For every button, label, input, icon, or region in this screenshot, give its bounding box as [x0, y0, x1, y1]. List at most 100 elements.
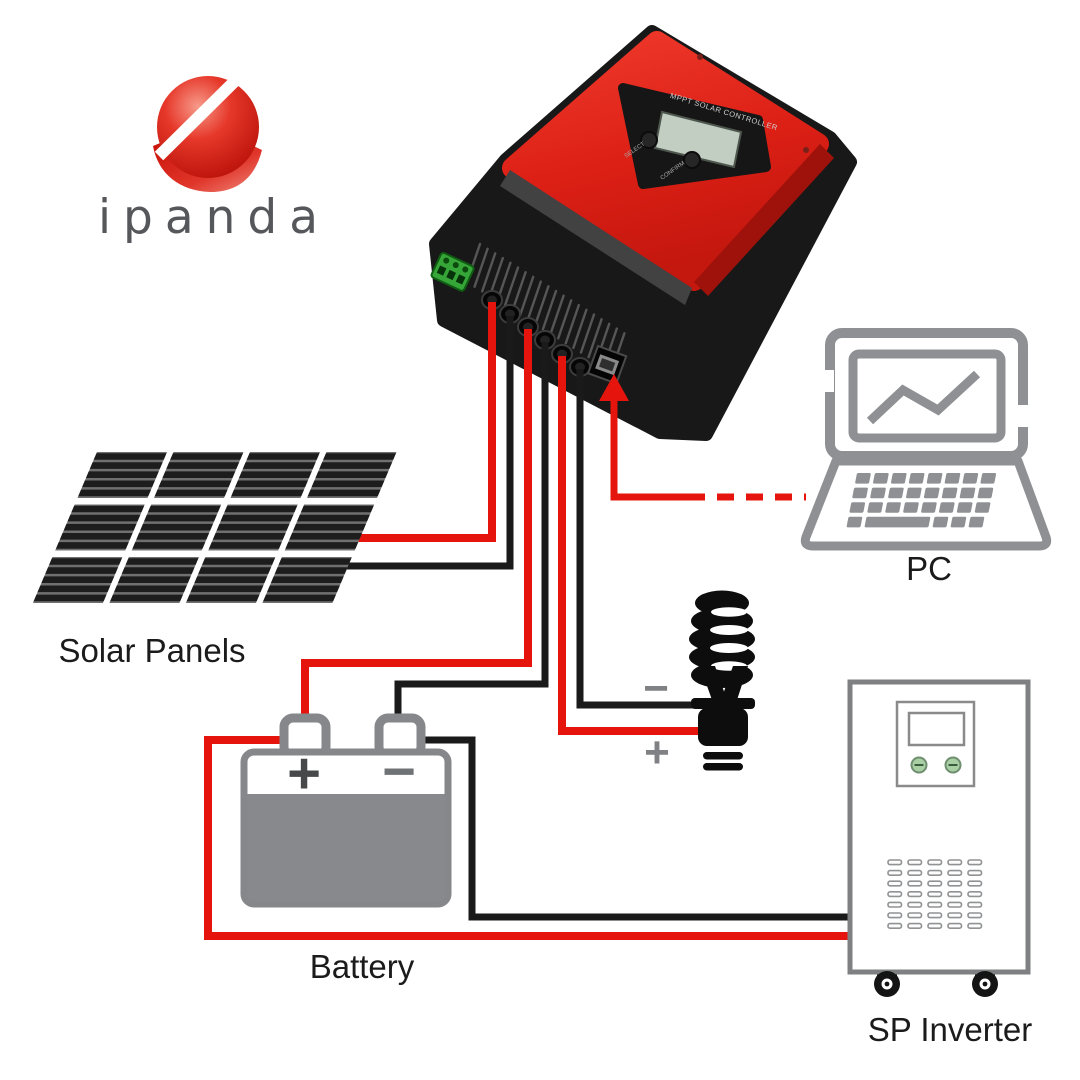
solar-cell-stripe	[125, 558, 199, 565]
inverter-vent-slot	[887, 859, 903, 866]
inverter-display	[907, 711, 966, 747]
green-block-screw	[443, 257, 450, 264]
frame-gap	[820, 370, 834, 392]
keyboard-key	[968, 516, 985, 528]
solar-panel-array	[32, 452, 397, 603]
inverter-vent-slot	[907, 869, 923, 876]
keyboard-key	[888, 487, 904, 499]
wire-battery-negative	[394, 342, 549, 724]
case-screw	[803, 147, 809, 153]
vent-slat	[481, 252, 497, 293]
rj45-slot	[599, 358, 616, 372]
pc-label: PC	[906, 550, 952, 587]
vent-slat	[587, 318, 603, 359]
solar-cell-stripe	[208, 542, 282, 549]
vent-slat	[564, 303, 580, 345]
solar-cell-stripe	[323, 453, 396, 460]
wire-battery-positive	[301, 329, 532, 727]
inverter-wheel	[874, 971, 900, 997]
solar-cell-stripe	[55, 542, 129, 549]
inverter-vent-slot	[947, 880, 963, 887]
comm-arrow-icon	[599, 374, 629, 401]
inverter-vent-slot	[967, 859, 983, 866]
inverter-label: SP Inverter	[868, 1011, 1032, 1048]
vent-slat	[488, 256, 504, 298]
solar-cell-stripe	[45, 567, 119, 574]
inverter-vent-slot	[967, 869, 983, 876]
inverter-vent-slot	[907, 901, 923, 908]
solar-cell-stripe	[212, 533, 286, 540]
confirm-button	[683, 151, 701, 169]
inverter-vent-slot	[887, 922, 903, 929]
vent-slat	[519, 275, 535, 317]
select-button	[640, 131, 658, 149]
solar-cell-stripe	[154, 489, 228, 497]
controller-edge-strip	[694, 144, 834, 296]
solar-cell-stripe	[300, 505, 374, 513]
brand-logo: ipanda	[98, 72, 318, 245]
vent-slat	[473, 247, 489, 288]
inverter-vent-slot	[967, 922, 983, 929]
keyboard-key	[873, 473, 889, 484]
inverter-vent-slot	[927, 859, 943, 866]
battery-body-fill	[247, 794, 445, 901]
screen-chart-line	[866, 370, 981, 425]
wire-pv-positive	[356, 302, 496, 542]
solar-cell-stripe	[311, 480, 385, 488]
inverter-vent-slot	[907, 859, 923, 866]
solar-cell-stripe	[117, 576, 191, 584]
solar-cell-stripe	[246, 453, 320, 460]
solar-cell-stripe	[263, 594, 336, 602]
logo-ball-icon	[157, 76, 259, 178]
rj45-port	[586, 344, 628, 385]
inverter-vent-slot	[907, 912, 923, 919]
solar-cell-stripe	[216, 523, 290, 531]
keyboard-key	[867, 502, 883, 513]
keyboard-key	[939, 502, 955, 513]
keyboard-spacebar	[864, 516, 931, 528]
keyboard-key	[956, 502, 973, 513]
cfl-bulb-icon	[685, 590, 755, 771]
solar-cell-stripe	[85, 471, 159, 478]
solar-cell-stripe	[267, 585, 340, 593]
green-block-hole	[446, 269, 456, 281]
inverter-vent-slot	[887, 890, 903, 898]
charge-controller: MPPT SOLAR CONTROLLER SELECT CONFIRM	[429, 25, 857, 441]
solar-cell-stripe	[162, 471, 236, 478]
vent-slat	[579, 313, 596, 354]
green-block-hole	[436, 265, 447, 276]
solar-cell-stripe	[278, 558, 352, 565]
inverter-vent-slot	[927, 890, 943, 898]
keyboard-key	[932, 516, 949, 528]
keyboard-key	[903, 502, 919, 513]
keyboard-key	[885, 502, 901, 513]
keyboard-key	[846, 516, 863, 528]
solar-cell-stripe	[242, 462, 316, 469]
keyboard-key	[849, 502, 866, 513]
keyboard-key	[941, 487, 958, 499]
vent-slat	[541, 289, 558, 331]
solar-cell-stripe	[144, 514, 217, 522]
wire-load-positive	[558, 356, 700, 735]
inverter-vent-slot	[927, 901, 943, 908]
solar-cell-stripe	[220, 514, 294, 522]
solar-cell-stripe	[224, 505, 298, 513]
solar-cell-stripe	[238, 471, 312, 478]
keyboard-key	[923, 487, 940, 499]
vent-slat	[572, 308, 588, 349]
solar-cell-stripe	[89, 462, 163, 469]
keyboard-key	[944, 473, 961, 484]
solar-cell-stripe	[274, 567, 348, 574]
solar-cell-stripe	[110, 594, 183, 602]
laptop-keyboard	[846, 473, 997, 528]
solar-cell-stripe	[63, 523, 137, 531]
solar-cell-stripe	[285, 542, 359, 549]
inverter-vent-slot	[907, 922, 923, 929]
keyboard-key	[926, 473, 943, 484]
inverter-vent-slot	[967, 880, 983, 887]
case-screw	[697, 54, 703, 60]
solar-cell-stripe	[194, 576, 268, 584]
solar-cell-stripe	[82, 480, 155, 488]
keyboard-key	[980, 473, 997, 484]
